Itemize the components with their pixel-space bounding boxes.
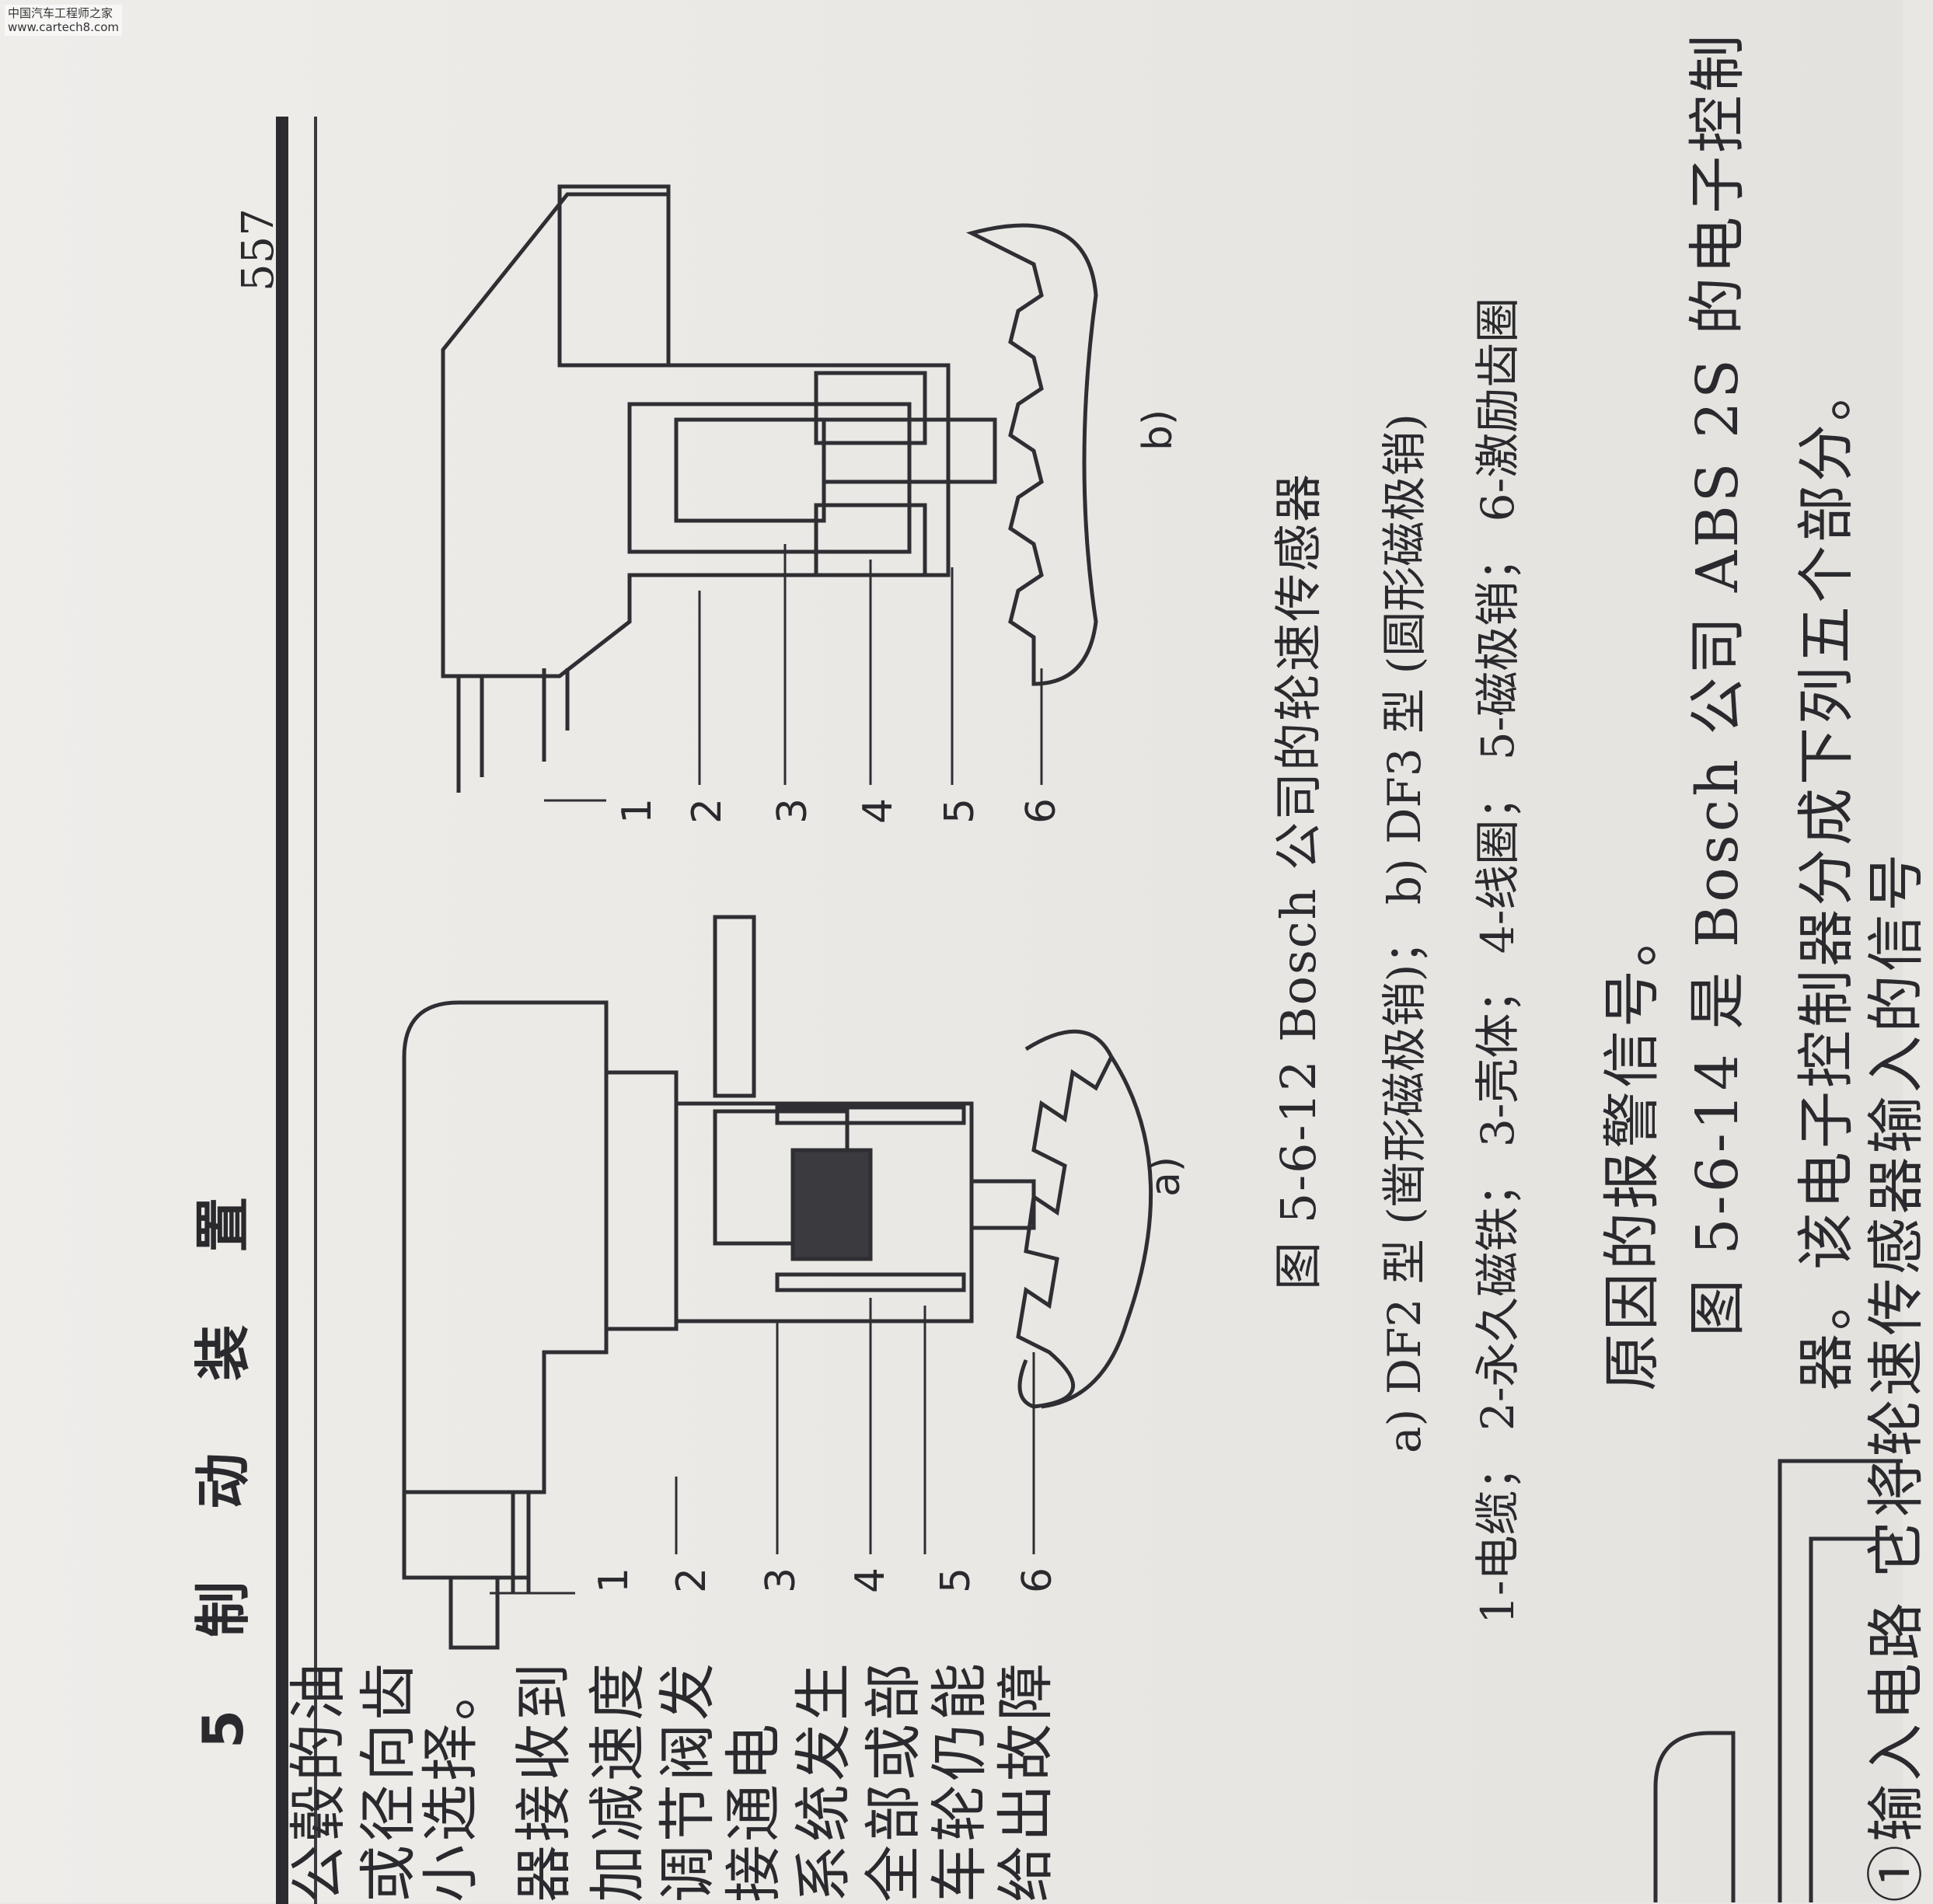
header-rule-thin: [314, 117, 317, 1904]
header-rule: [276, 117, 288, 1904]
sensor-a-drawing: [402, 915, 1153, 1650]
watermark-line2: www.cartech8.com: [8, 20, 120, 34]
watermark-line1: 中国汽车工程师之家: [8, 6, 113, 20]
watermark: 中国汽车工程师之家 www.cartech8.com: [5, 5, 123, 36]
